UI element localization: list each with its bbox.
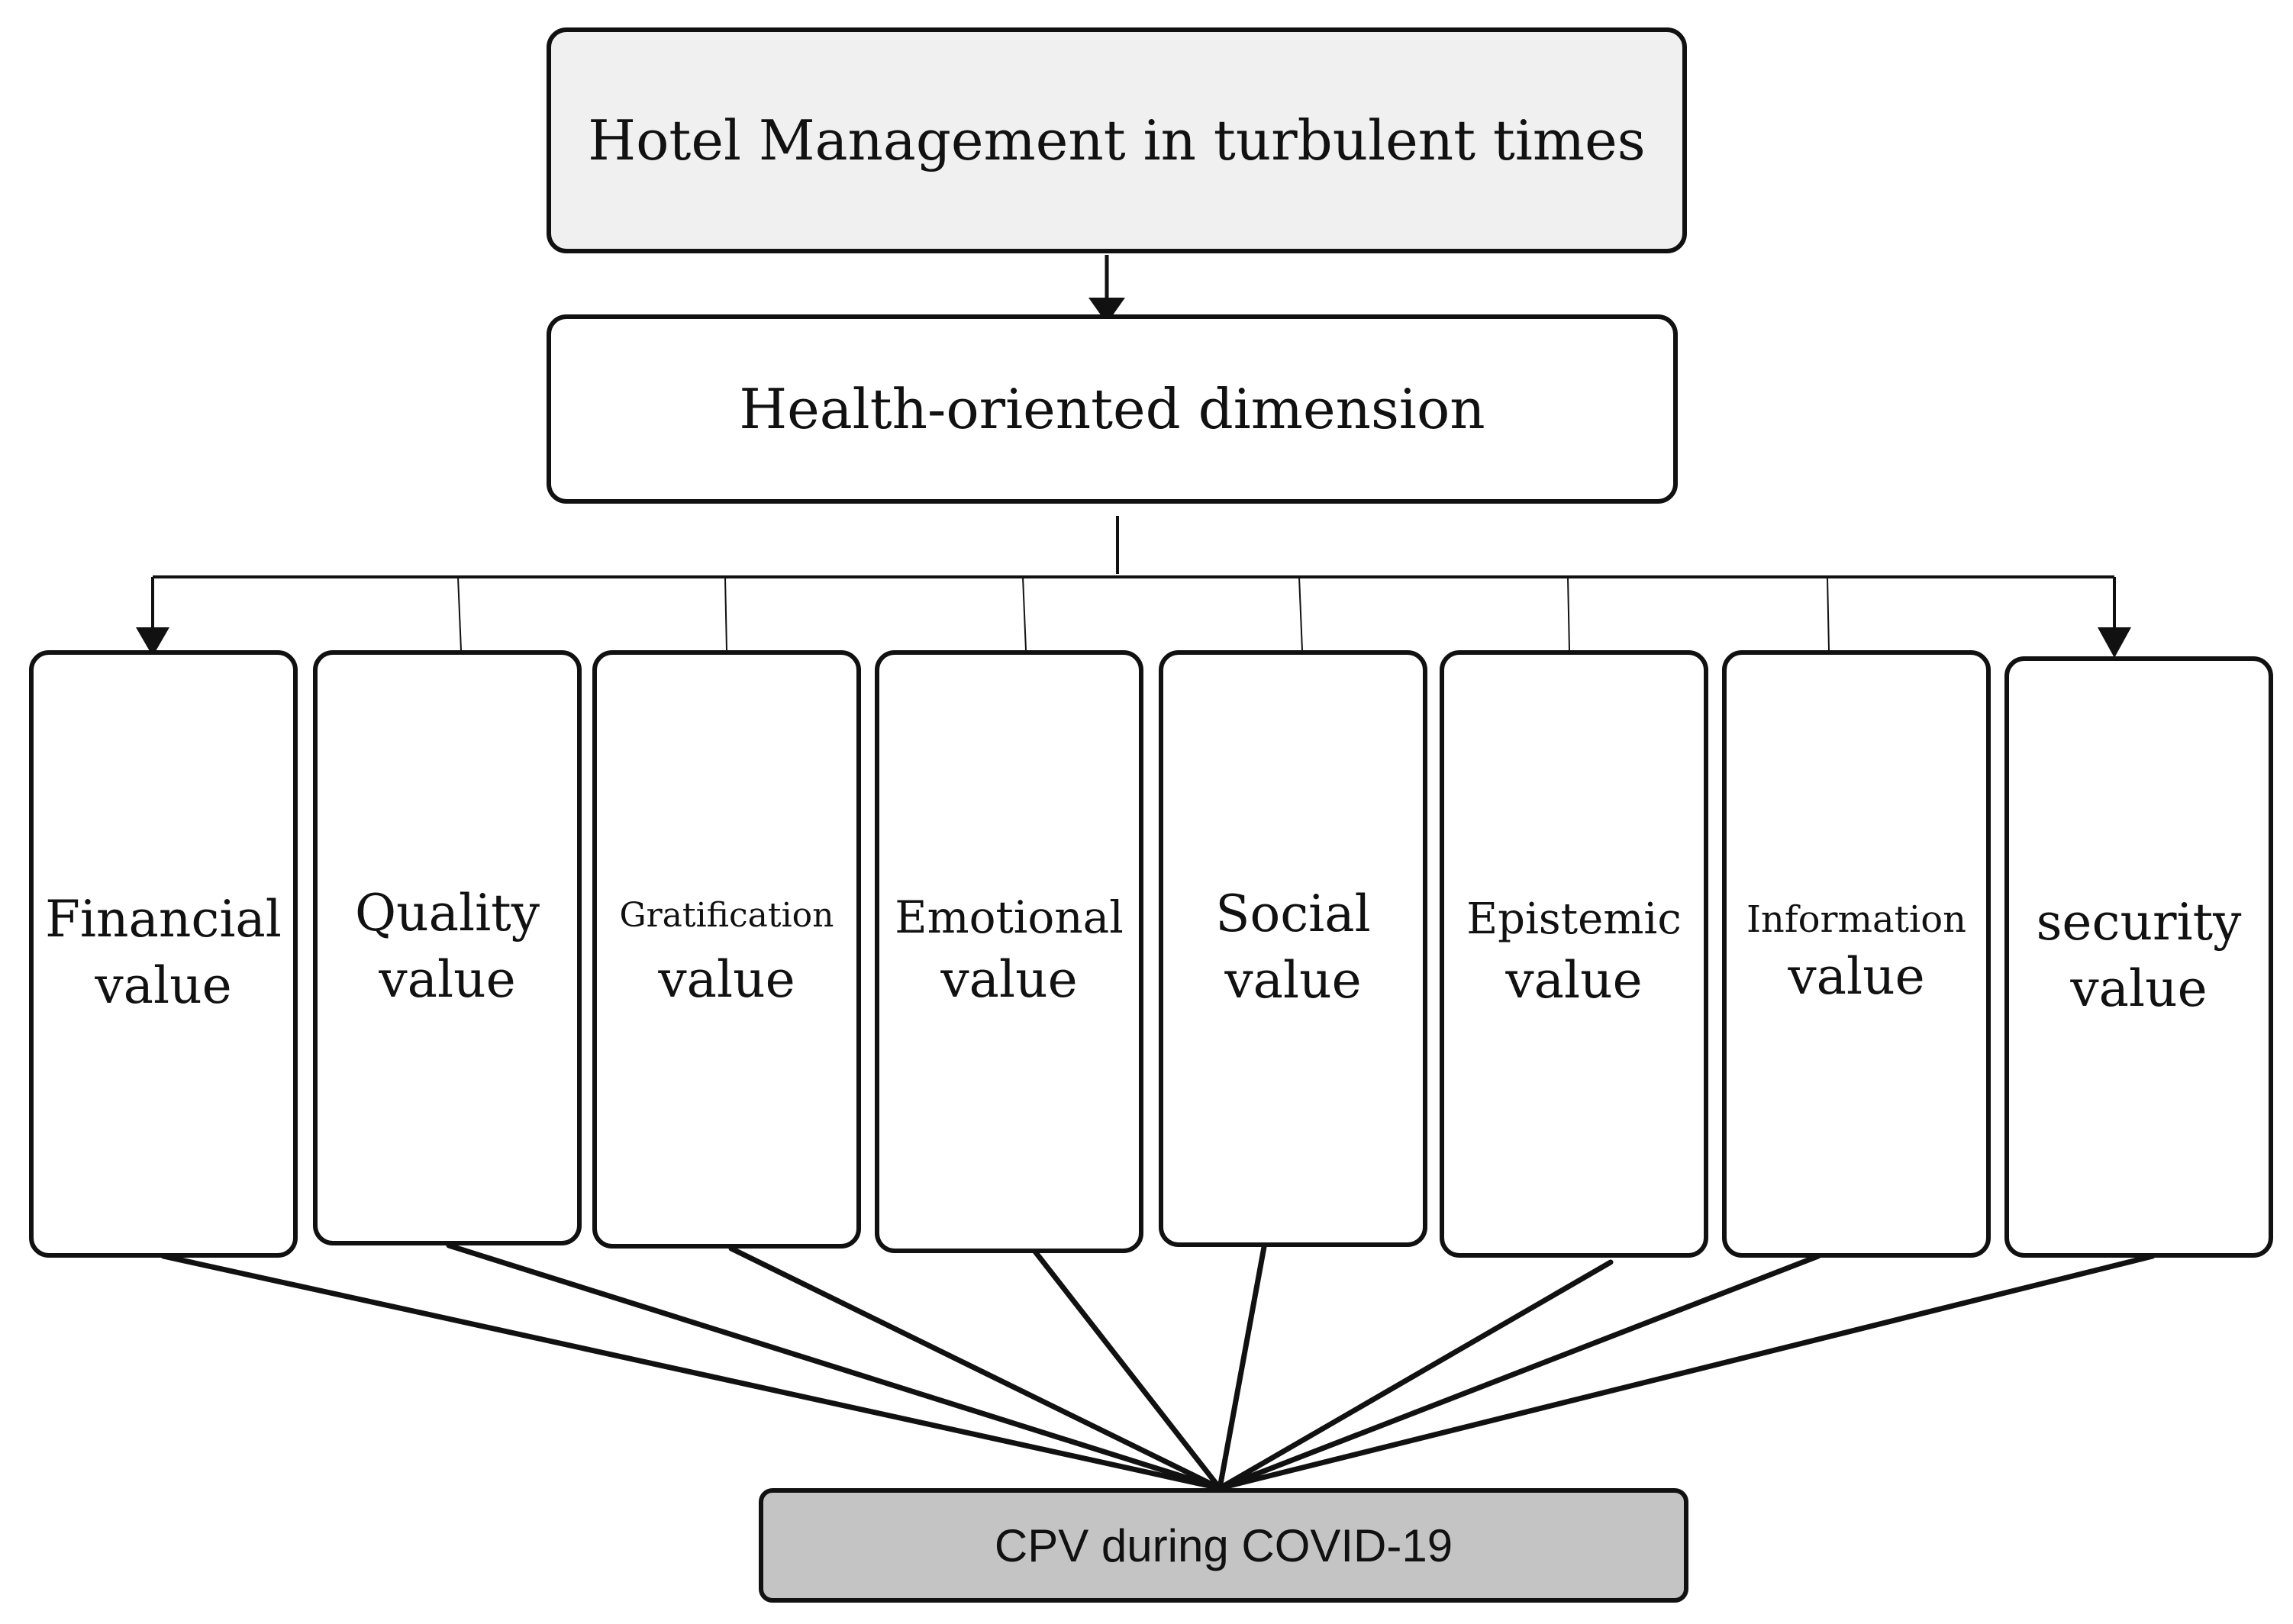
value-name: Gratification bbox=[619, 895, 834, 935]
line-emotional-to-cpv bbox=[1032, 1249, 1223, 1491]
cpv-covid-label: CPV during COVID-19 bbox=[994, 1519, 1453, 1571]
value-name: Information bbox=[1746, 898, 1967, 942]
drop-quality bbox=[457, 576, 462, 651]
line-financial-to-cpv bbox=[160, 1253, 1223, 1491]
drop-emotional bbox=[1022, 576, 1027, 651]
arrowhead-financial bbox=[136, 627, 169, 656]
value-suffix: value bbox=[940, 949, 1078, 1009]
health-dimension-label: Health-oriented dimension bbox=[739, 377, 1485, 441]
line-epistemic-to-cpv bbox=[1217, 1259, 1614, 1491]
value-box-information: Information value bbox=[1722, 650, 1991, 1258]
value-box-financial: Financial value bbox=[29, 650, 298, 1258]
value-name: Financial bbox=[45, 890, 282, 949]
value-box-quality: Quality value bbox=[313, 650, 582, 1245]
value-suffix: value bbox=[379, 949, 516, 1009]
value-suffix: value bbox=[95, 955, 232, 1015]
value-box-gratification: Gratification value bbox=[592, 650, 861, 1249]
line-information-to-cpv bbox=[1217, 1253, 1821, 1491]
value-name: Epistemic bbox=[1466, 894, 1682, 945]
line-social-to-cpv bbox=[1217, 1244, 1267, 1491]
value-name: Quality bbox=[355, 884, 540, 943]
drop-gratification bbox=[724, 576, 727, 651]
hotel-management-label: Hotel Management in turbulent times bbox=[588, 108, 1646, 172]
arrowhead-top-to-dimension bbox=[1088, 298, 1125, 324]
value-suffix: value bbox=[2070, 959, 2208, 1018]
value-suffix: value bbox=[1788, 947, 1925, 1007]
value-name: Social bbox=[1215, 884, 1371, 944]
drop-social bbox=[1298, 576, 1303, 651]
value-name: security bbox=[2036, 893, 2242, 952]
value-suffix: value bbox=[658, 950, 795, 1010]
value-name: Emotional bbox=[895, 891, 1124, 944]
hotel-management-box: Hotel Management in turbulent times bbox=[547, 27, 1687, 253]
value-suffix: value bbox=[1224, 950, 1362, 1010]
value-box-social: Social value bbox=[1159, 650, 1427, 1247]
value-suffix: value bbox=[1505, 951, 1643, 1010]
health-dimension-box: Health-oriented dimension bbox=[547, 314, 1678, 504]
value-box-epistemic: Epistemic value bbox=[1440, 650, 1708, 1258]
line-quality-to-cpv bbox=[446, 1242, 1223, 1491]
cpv-covid-box: CPV during COVID-19 bbox=[759, 1488, 1688, 1603]
value-box-security: security value bbox=[2004, 656, 2273, 1258]
line-security-to-cpv bbox=[1217, 1253, 2156, 1491]
line-gratification-to-cpv bbox=[728, 1245, 1223, 1491]
drop-epistemic bbox=[1567, 576, 1570, 651]
drop-information bbox=[1827, 576, 1830, 651]
value-box-emotional: Emotional value bbox=[875, 650, 1143, 1253]
converging-lines bbox=[160, 1242, 2156, 1491]
arrowhead-security bbox=[2098, 627, 2131, 658]
